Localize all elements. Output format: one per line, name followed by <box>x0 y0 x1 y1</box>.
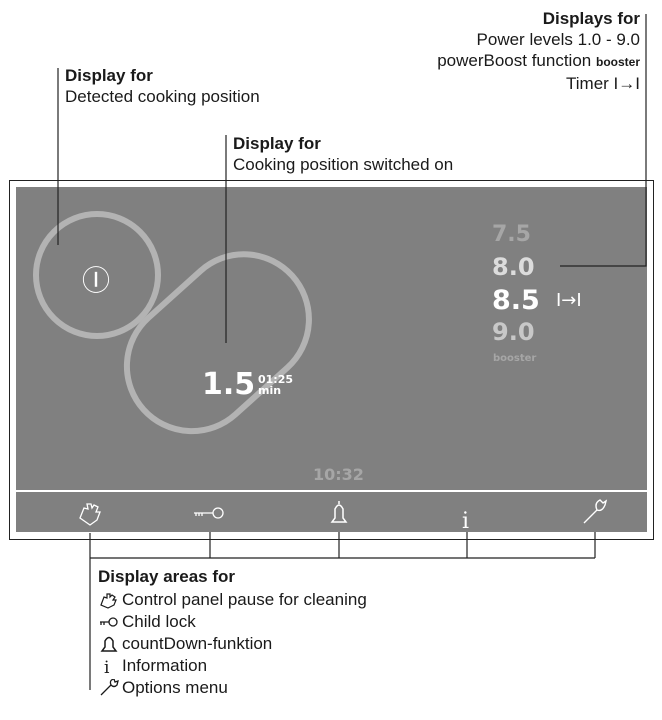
legend-item-cleaning: Control panel pause for cleaning <box>98 589 367 610</box>
detected-zone-ring <box>33 211 161 339</box>
display-screen <box>16 187 647 490</box>
legend-label-countdown: countDown-funktion <box>122 634 273 653</box>
detected-callout: Display for Detected cooking position <box>65 65 260 107</box>
info-icon: i <box>104 658 110 675</box>
timer-symbol-screen: I→I <box>556 290 582 311</box>
hand-cleaning-icon <box>100 592 117 609</box>
bar-hand-icon <box>79 503 101 526</box>
active-zone-ring <box>123 251 312 435</box>
timer-symbol: I→I <box>613 74 640 93</box>
booster-label: booster <box>493 353 537 364</box>
legend-label-information: Information <box>122 656 208 675</box>
displays-callout-line3: Timer I→I <box>437 73 640 94</box>
legend-label-options: Options menu <box>122 678 228 697</box>
power-level-9-0: 9.0 <box>492 318 535 346</box>
bell-icon <box>100 636 118 652</box>
legend-item-child-lock: Child lock <box>98 611 196 632</box>
legend-title: Display areas for <box>98 567 236 586</box>
legend-item-countdown: countDown-funktion <box>98 633 272 654</box>
legend-label-child-lock: Child lock <box>122 612 196 631</box>
key-icon <box>100 616 118 627</box>
displays-callout-line2: powerBoost function booster <box>437 50 640 73</box>
switched-on-callout: Display for Cooking position switched on <box>233 133 453 175</box>
leader-lines <box>57 14 647 690</box>
power-level-7-5: 7.5 <box>492 222 531 247</box>
svg-text:i: i <box>462 509 469 534</box>
displays-callout: Displays for Power levels 1.0 - 9.0 powe… <box>437 8 640 94</box>
switched-on-callout-title: Display for <box>233 134 321 153</box>
detected-callout-text: Detected cooking position <box>65 87 260 106</box>
legend-label-cleaning: Control panel pause for cleaning <box>122 590 367 609</box>
clock: 10:32 <box>313 465 364 484</box>
detected-callout-title: Display for <box>65 66 153 85</box>
wrench-icon <box>100 678 119 695</box>
booster-text: booster <box>595 55 640 69</box>
bar-info-icon: i <box>462 509 469 534</box>
power-level-8-0: 8.0 <box>492 253 535 281</box>
detected-zone-symbol: Ⓘ <box>82 264 111 297</box>
legend-item-information: i Information <box>98 655 207 676</box>
power-level-8-5: 8.5 <box>492 285 540 316</box>
zone-timer-unit: min <box>258 384 282 397</box>
zone-timer-value: 01:25 <box>258 373 294 386</box>
bottom-bar <box>16 492 647 532</box>
display-frame <box>9 180 654 540</box>
zone-timer: 01:25 min <box>258 374 293 396</box>
switched-on-callout-text: Cooking position switched on <box>233 155 454 174</box>
displays-callout-line1: Power levels 1.0 - 9.0 <box>476 30 640 49</box>
timer-text: Timer <box>566 74 609 93</box>
powerboost-text: powerBoost function <box>437 51 592 70</box>
zone-power-value: 1.5 <box>202 367 256 402</box>
displays-callout-title: Displays for <box>542 9 640 28</box>
legend-item-options: Options menu <box>98 677 228 698</box>
svg-text:i: i <box>104 658 110 675</box>
bar-key-icon <box>194 507 224 519</box>
bar-bell-icon <box>330 501 348 523</box>
bar-wrench-icon <box>583 499 608 524</box>
